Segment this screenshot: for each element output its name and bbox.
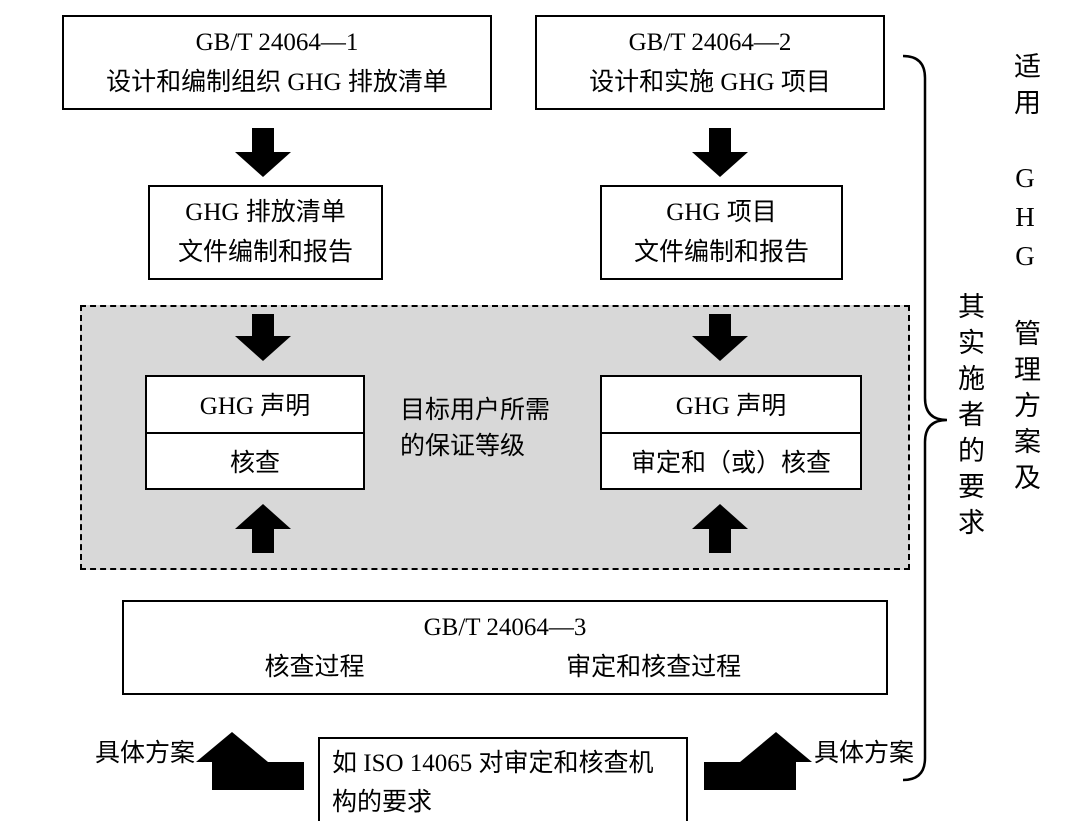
down-arrow-icon xyxy=(692,128,748,177)
box-gbt24064-2-subtitle: 设计和实施 GHG 项目 xyxy=(589,68,831,96)
box-ghg-project-report-line2: 文件编制和报告 xyxy=(633,238,809,266)
box-ghg-project-report: GHG 项目 文件编制和报告 xyxy=(600,185,843,280)
assurance-level-note: 目标用户所需 的保证等级 xyxy=(400,393,550,466)
verification-label: 核查 xyxy=(229,449,280,477)
box-iso14065-line1: 如 ISO 14065 对审定和核查机 xyxy=(332,750,654,777)
ghg-claim-label: GHG 声明 xyxy=(147,377,363,434)
box-ghg-claim-verification: GHG 声明 核查 xyxy=(145,375,365,490)
ghg-claim-label: GHG 声明 xyxy=(602,377,860,434)
down-arrow-icon xyxy=(235,128,291,177)
box-gbt24064-3: GB/T 24064—3 核查过程 审定和核查过程 xyxy=(122,600,888,695)
box-iso14065-line2: 构的要求 xyxy=(332,788,433,816)
scheme-label-left: 具体方案 xyxy=(95,740,196,767)
box-ghg-claim-validation: GHG 声明 审定和（或）核查 xyxy=(600,375,862,490)
side-note-outer-column: 适用 GHG 管理方案及 xyxy=(1010,52,1040,499)
bent-up-arrow-icon xyxy=(196,732,304,790)
box-gbt24064-3-row: 核查过程 审定和核查过程 xyxy=(124,648,886,692)
box-ghg-project-report-line1: GHG 项目 xyxy=(666,198,777,226)
box-gbt24064-2: GB/T 24064—2 设计和实施 GHG 项目 xyxy=(535,15,885,110)
box-ghg-inventory-report-line1: GHG 排放清单 xyxy=(185,198,346,226)
validation-verification-process-label: 审定和核查过程 xyxy=(566,654,742,681)
box-gbt24064-1-subtitle: 设计和编制组织 GHG 排放清单 xyxy=(106,68,448,96)
assurance-level-note-line2: 的保证等级 xyxy=(400,433,526,461)
box-gbt24064-2-title: GB/T 24064—2 xyxy=(628,28,792,56)
assurance-level-note-line1: 目标用户所需 xyxy=(400,397,551,424)
box-ghg-inventory-report: GHG 排放清单 文件编制和报告 xyxy=(148,185,383,280)
validation-verification-label: 审定和（或）核查 xyxy=(630,449,831,477)
box-gbt24064-1-title: GB/T 24064—1 xyxy=(195,28,359,56)
box-iso14065: 如 ISO 14065 对审定和核查机 构的要求 xyxy=(318,737,688,821)
bent-up-arrow-icon xyxy=(704,732,812,790)
scheme-label-right: 具体方案 xyxy=(814,740,915,767)
box-gbt24064-1: GB/T 24064—1 设计和编制组织 GHG 排放清单 xyxy=(62,15,492,110)
box-ghg-inventory-report-line2: 文件编制和报告 xyxy=(177,238,353,266)
verification-process-label: 核查过程 xyxy=(264,654,365,681)
box-gbt24064-3-title: GB/T 24064—3 xyxy=(423,614,587,641)
side-note-inner-column: 其实施者的要求 xyxy=(954,292,984,544)
